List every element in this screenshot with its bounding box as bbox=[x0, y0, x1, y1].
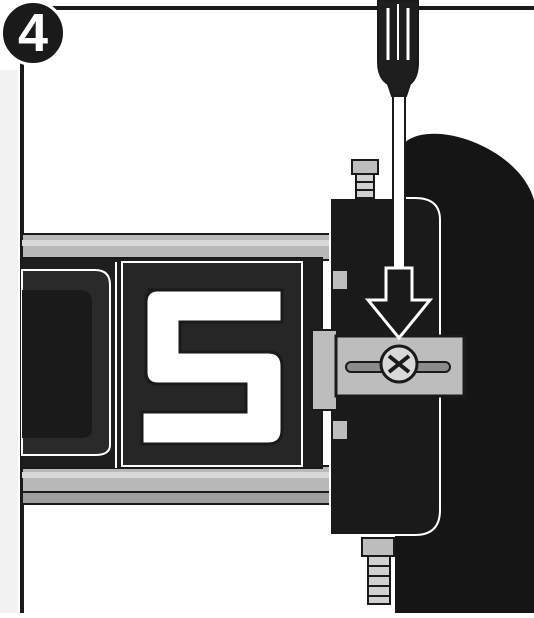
bolt-icon bbox=[352, 160, 378, 198]
left-shading bbox=[0, 70, 18, 613]
panel-plate bbox=[22, 258, 322, 468]
bolt-icon bbox=[362, 538, 394, 604]
step-number: 4 bbox=[18, 6, 48, 60]
step-number-badge: 4 bbox=[0, 0, 66, 66]
screw-icon bbox=[381, 346, 417, 382]
